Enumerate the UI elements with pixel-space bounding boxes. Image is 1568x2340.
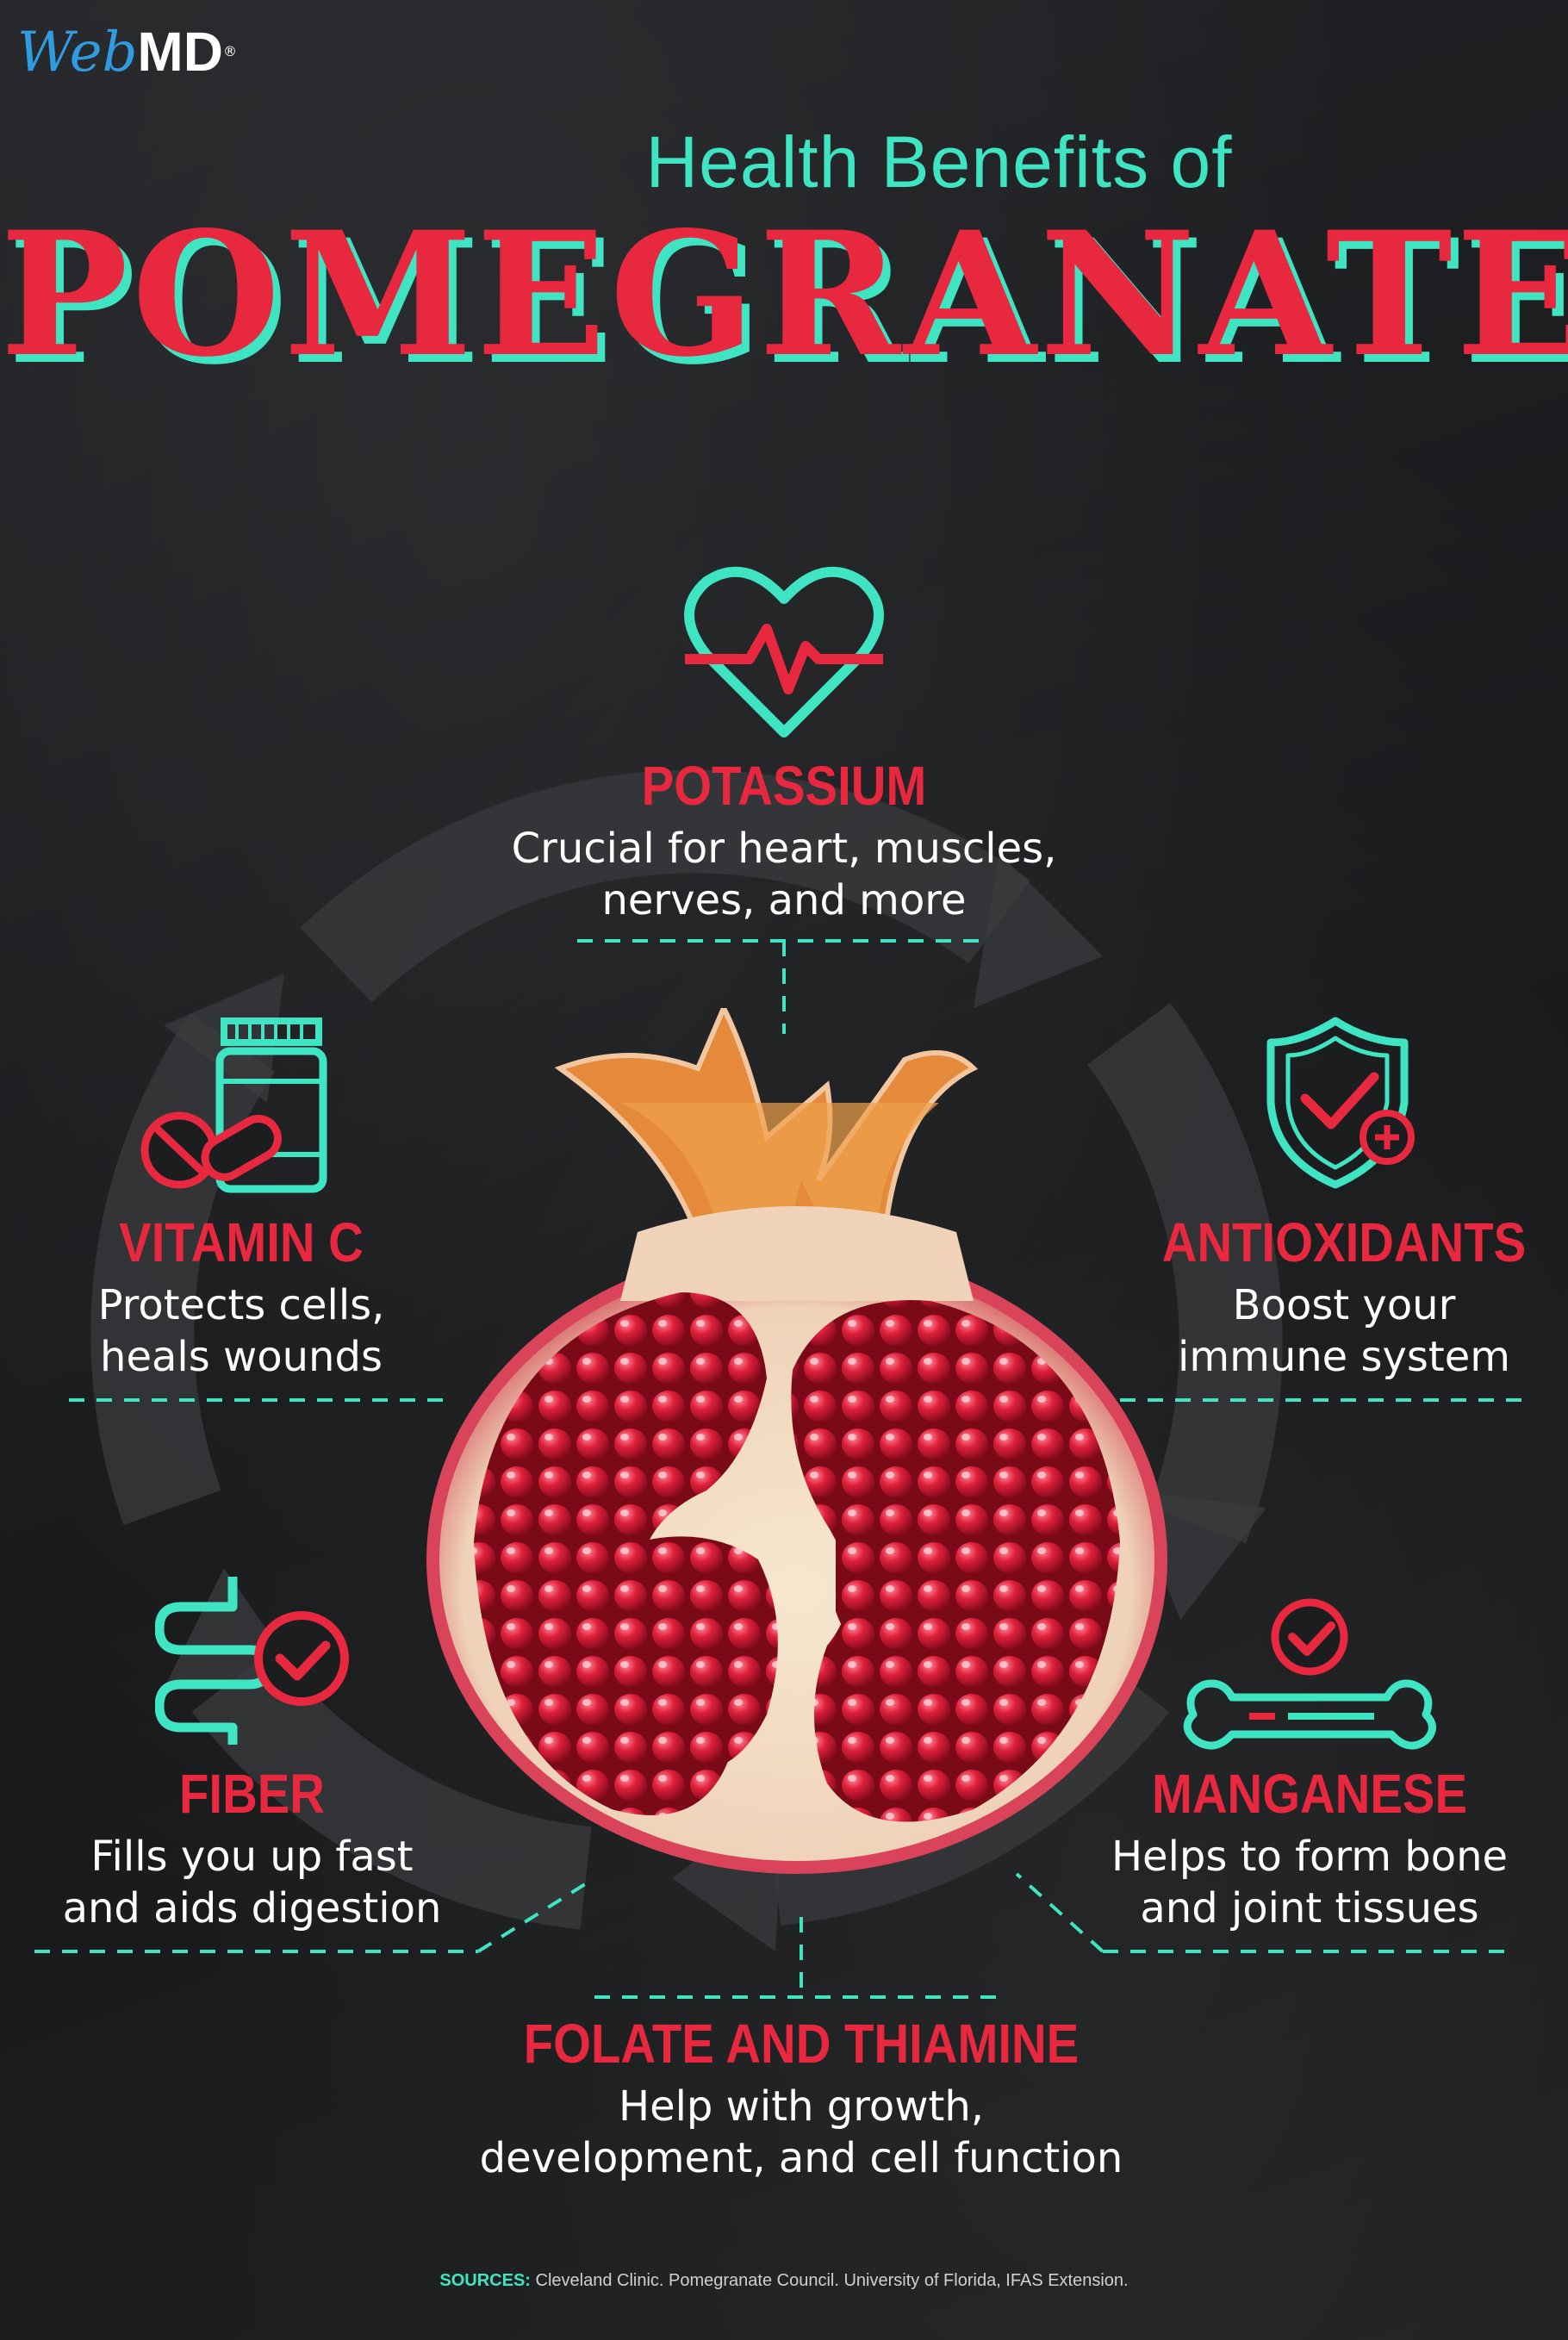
logo-md-text: MD: [137, 21, 223, 83]
benefit-desc-line1: Helps to form bone: [1111, 1833, 1509, 1881]
benefit-title: ANTIOXIDANTS: [1161, 1211, 1527, 1273]
benefit-desc-line2: development, and cell function: [479, 2134, 1123, 2182]
benefit-desc-line1: Crucial for heart, muscles,: [511, 825, 1057, 873]
benefit-desc-line2: nerves, and more: [601, 876, 967, 924]
sources-label: SOURCES:: [439, 2271, 531, 2290]
shield-check-icon: [1266, 1017, 1415, 1189]
logo-web-text: Web: [17, 21, 138, 84]
benefit-antioxidants: ANTIOXIDANTS Boost your immune system: [1111, 1210, 1568, 1383]
page-subtitle: Health Benefits of: [645, 121, 1233, 202]
benefit-desc-line2: and joint tissues: [1140, 1884, 1479, 1932]
benefit-potassium: POTASSIUM Crucial for heart, muscles, ne…: [396, 754, 1172, 926]
benefit-desc-line1: Fills you up fast: [90, 1833, 414, 1881]
benefit-desc-line1: Boost your: [1232, 1281, 1456, 1329]
benefit-title: FIBER: [179, 1763, 325, 1825]
logo-registered-mark: ®: [222, 43, 237, 59]
benefit-title: FOLATE AND THIAMINE: [523, 2013, 1080, 2075]
benefit-desc-line1: Protects cells,: [97, 1281, 385, 1329]
benefit-title: VITAMIN C: [119, 1211, 364, 1273]
sources-text: Cleveland Clinic. Pomegranate Council. U…: [535, 2271, 1129, 2290]
heart-pulse-icon: [684, 566, 884, 737]
pomegranate-image: [426, 1008, 1167, 1874]
benefit-title: POTASSIUM: [641, 755, 927, 817]
benefit-title: MANGANESE: [1151, 1763, 1468, 1825]
pill-bottle-icon: [140, 1018, 327, 1193]
benefit-desc-line2: heals wounds: [100, 1333, 383, 1381]
sources-footnote: SOURCES: Cleveland Clinic. Pomegranate C…: [0, 2271, 1568, 2291]
webmd-logo[interactable]: WebMD®: [17, 17, 237, 86]
benefit-manganese: MANGANESE Helps to form bone and joint t…: [1068, 1762, 1551, 1934]
benefit-desc-line1: Help with growth,: [618, 2082, 985, 2131]
benefit-fiber: FIBER Fills you up fast and aids digesti…: [9, 1762, 495, 1934]
benefit-desc-line2: immune system: [1177, 1333, 1510, 1381]
benefit-folate-thiamine: FOLATE AND THIAMINE Help with growth, de…: [370, 2012, 1232, 2184]
benefit-desc-line2: and aids digestion: [62, 1884, 442, 1932]
bone-check-icon: [1183, 1598, 1436, 1750]
page-title: POMEGRANATES: [0, 194, 1568, 395]
benefit-vitamin-c: VITAMIN C Protects cells, heals wounds: [17, 1210, 465, 1383]
intestine-check-icon: [155, 1577, 349, 1745]
